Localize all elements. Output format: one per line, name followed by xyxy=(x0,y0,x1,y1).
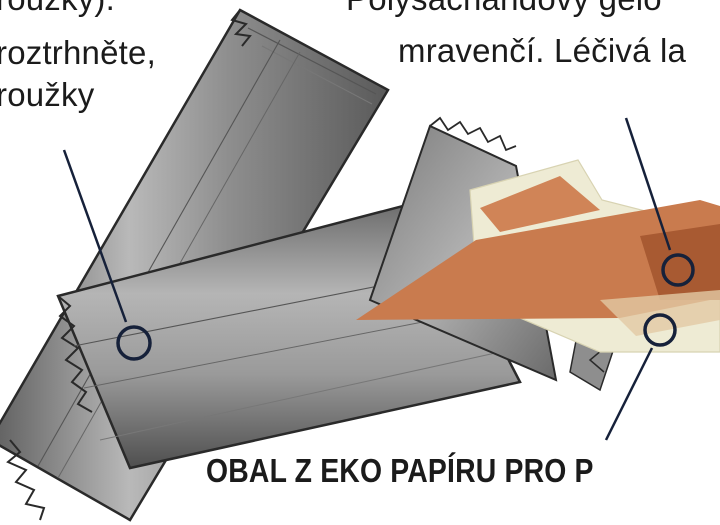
caption-label: OBAL Z EKO PAPÍRU PRO P xyxy=(206,452,594,490)
left-text-line-2: roztrhněte, xyxy=(0,34,156,72)
left-text-line-3: roužky xyxy=(0,76,94,114)
right-text-line-1: Polysacharidový gelo xyxy=(346,0,662,18)
left-text-line-1: roužky). xyxy=(0,0,115,18)
leader-line-paper xyxy=(606,348,652,440)
right-text-line-2: mravenčí. Léčivá la xyxy=(398,32,686,70)
